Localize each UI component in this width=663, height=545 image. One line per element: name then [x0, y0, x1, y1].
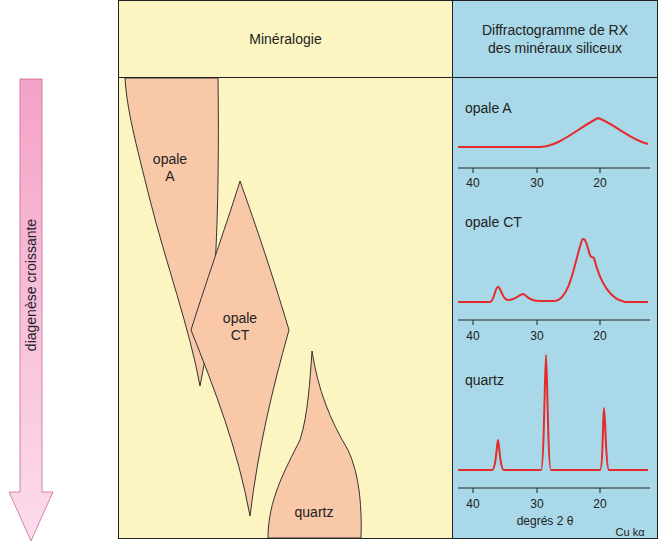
axis: [458, 488, 650, 493]
mineral-label: quartz: [274, 504, 354, 521]
axis-label: 40: [466, 177, 479, 191]
xrd-column: Diffractogramme de RX des minéraux silic…: [452, 0, 658, 539]
axis-label: 30: [530, 177, 543, 191]
axis-label: 40: [466, 498, 479, 512]
axis-label: 30: [530, 498, 543, 512]
quartz-curve: [458, 355, 648, 470]
mineral-field: [268, 351, 361, 538]
opal-ct-shape: opale CT: [188, 179, 292, 519]
axis-label: 20: [593, 177, 606, 191]
arrow-label: diagenèse croissante: [23, 175, 40, 395]
axis-label: 20: [593, 330, 606, 344]
column-header: Diffractogramme de RX des minéraux silic…: [453, 1, 657, 78]
xrd-axes: [458, 168, 650, 493]
arrow-shape: [9, 79, 53, 541]
mineral-label: opale A: [148, 151, 192, 185]
axis-label: 40: [466, 330, 479, 344]
mineral-label: opale CT: [217, 310, 263, 344]
column-header: Minéralogie: [119, 1, 452, 78]
diagenesis-arrow: diagenèse croissante: [6, 78, 56, 543]
axis-label: 20: [593, 498, 606, 512]
pattern-title: quartz: [465, 372, 504, 388]
quartz-shape: quartz: [265, 349, 364, 539]
xrd-curves: [458, 118, 648, 470]
axis: [458, 320, 650, 325]
pattern-title: opale A: [465, 100, 512, 116]
axis: [458, 168, 650, 173]
mineralogy-column: opale A opale CT quartz Minéralogie: [118, 0, 453, 539]
axis-label: degrés 2 θ: [517, 515, 574, 529]
shape-outline: [188, 179, 292, 519]
pattern-title: opale CT: [465, 214, 522, 230]
mineral-field: [191, 181, 289, 516]
opal-a-curve: [458, 118, 648, 147]
opal-ct-curve: [458, 239, 648, 302]
axis-label: 30: [530, 330, 543, 344]
axis-label: Cu kα: [616, 526, 645, 539]
